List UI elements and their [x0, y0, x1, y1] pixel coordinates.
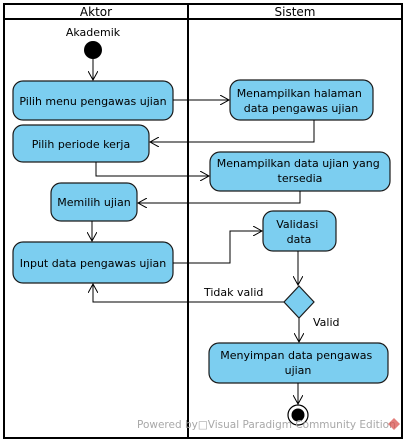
flow-input-to-validasi [173, 231, 262, 264]
activity-label: Menyimpan data pengawas ujian [220, 349, 375, 377]
activity-label: Validasi data [276, 218, 322, 246]
flow-tidak-valid [93, 284, 284, 303]
activity-label: Pilih periode kerja [32, 138, 130, 151]
flow-periode-to-data-ujian [95, 162, 209, 176]
activity-label: Menampilkan data ujian yang tersedia [217, 157, 383, 185]
activity-label: Pilih menu pengawas ujian [19, 95, 166, 108]
start-label: Akademik [66, 26, 121, 39]
activity-label: Menampilkan halaman data pengawas ujian [237, 87, 366, 115]
swimlane-system: Sistem [187, 3, 403, 439]
activity-pilih-periode[interactable]: Pilih periode kerja [12, 124, 150, 163]
guard-valid: Valid [313, 316, 340, 329]
activity-label: Input data pengawas ujian [20, 257, 166, 270]
watermark-text: Powered by□Visual Paradigm Community Edi… [137, 419, 396, 431]
visual-paradigm-logo-icon [388, 418, 400, 430]
swimlane-actor-title: Aktor [80, 5, 112, 19]
initial-node [84, 41, 102, 59]
activity-tampil-halaman[interactable]: Menampilkan halaman data pengawas ujian [229, 79, 374, 121]
flow-data-ujian-to-memilih [138, 191, 301, 203]
control-flows [92, 59, 315, 404]
decision-node[interactable] [283, 285, 315, 319]
activity-pilih-menu[interactable]: Pilih menu pengawas ujian [12, 80, 174, 121]
guard-tidak-valid: Tidak valid [203, 286, 263, 299]
activity-menyimpan[interactable]: Menyimpan data pengawas ujian [208, 342, 389, 384]
activity-validasi[interactable]: Validasi data [262, 210, 337, 252]
activity-input-data[interactable]: Input data pengawas ujian [12, 241, 174, 284]
activity-tampil-data-ujian[interactable]: Menampilkan data ujian yang tersedia [209, 151, 391, 192]
swimlane-system-title: Sistem [275, 5, 316, 19]
activity-memilih-ujian[interactable]: Memilih ujian [50, 182, 138, 222]
flow-halaman-to-periode [150, 120, 315, 142]
final-node [287, 404, 309, 426]
activity-label: Memilih ujian [57, 196, 130, 209]
